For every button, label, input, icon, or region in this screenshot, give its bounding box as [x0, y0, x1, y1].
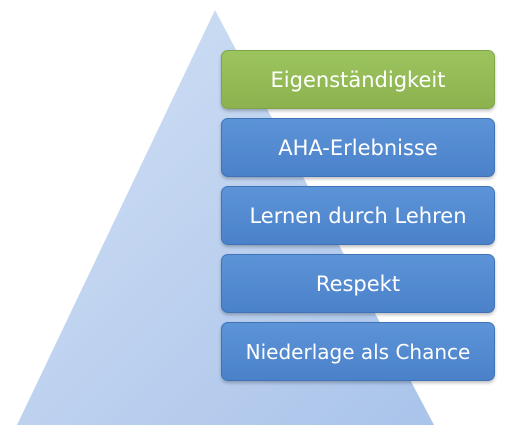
level-niederlage-als-chance: Niederlage als Chance: [221, 322, 495, 381]
level-label: Niederlage als Chance: [245, 339, 471, 364]
level-label: Respekt: [315, 271, 401, 296]
level-label: Lernen durch Lehren: [249, 203, 467, 228]
level-aha-erlebnisse: AHA-Erlebnisse: [221, 118, 495, 177]
level-eigenstaendigkeit: Eigenständigkeit: [221, 50, 495, 109]
level-lernen-durch-lehren: Lernen durch Lehren: [221, 186, 495, 245]
level-label: AHA-Erlebnisse: [278, 135, 438, 160]
level-label: Eigenständigkeit: [270, 67, 446, 92]
level-respekt: Respekt: [221, 254, 495, 313]
